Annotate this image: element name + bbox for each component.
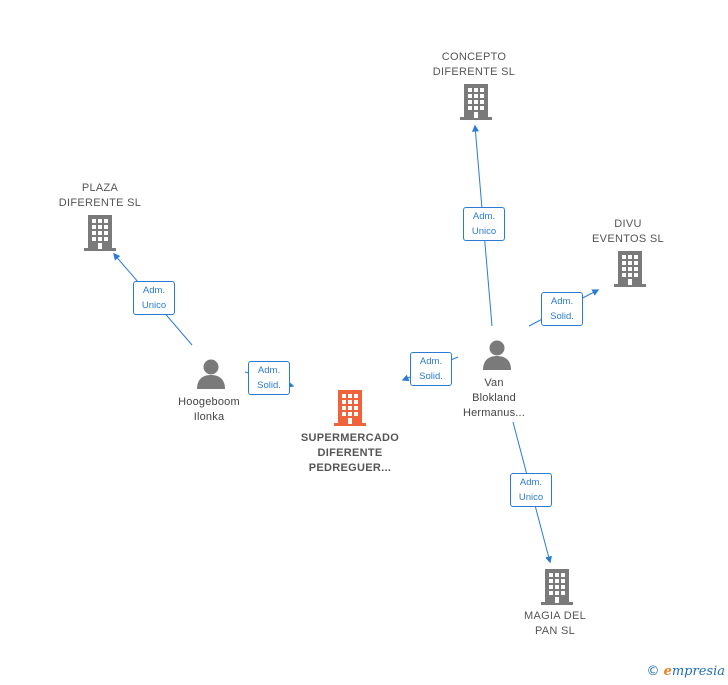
- node-label-concepto[interactable]: CONCEPTO DIFERENTE SL: [394, 50, 554, 80]
- node-label-line: SUPERMERCADO: [300, 432, 400, 444]
- brand-name: mpresia: [671, 664, 725, 679]
- edge-label-hoogeboom-to-supermercado[interactable]: Adm. Solid.: [248, 361, 290, 395]
- brand-initial: e: [663, 664, 672, 679]
- concepto-building-icon[interactable]: [460, 84, 492, 120]
- edge-label-line: Adm.: [142, 285, 166, 296]
- magia-building-icon[interactable]: [541, 569, 573, 605]
- edge-label-vanblokland-to-supermercado[interactable]: Adm. Solid.: [410, 352, 452, 386]
- edge-label-hoogeboom-to-plaza[interactable]: Adm. Unico: [133, 281, 175, 315]
- edge-label-line: Solid.: [257, 380, 281, 391]
- node-label-line: Van: [484, 377, 504, 389]
- node-label-line: PAN SL: [534, 625, 576, 637]
- edge-label-line: Adm.: [519, 477, 543, 488]
- node-label-line: PLAZA: [81, 182, 119, 194]
- node-label-divu[interactable]: DIVU EVENTOS SL: [548, 217, 708, 247]
- node-label-line: EVENTOS SL: [592, 233, 664, 245]
- plaza-building-icon[interactable]: [84, 215, 116, 251]
- supermercado-building-icon[interactable]: [334, 390, 366, 426]
- node-label-line: DIFERENTE: [317, 447, 383, 459]
- edge-label-line: Unico: [141, 300, 167, 311]
- edge-label-line: Adm.: [257, 365, 281, 376]
- edge-label-line: Unico: [518, 492, 544, 503]
- hoogeboom-person-icon[interactable]: [197, 359, 225, 390]
- node-label-magia[interactable]: MAGIA DEL PAN SL: [475, 609, 635, 639]
- node-label-line: Blokland: [472, 392, 516, 404]
- divu-building-icon[interactable]: [614, 251, 646, 287]
- node-label-supermercado[interactable]: SUPERMERCADO DIFERENTE PEDREGUER...: [270, 431, 430, 476]
- node-label-line: CONCEPTO: [441, 51, 507, 63]
- empresia-watermark: © empresia: [646, 664, 725, 679]
- vanblokland-person-icon[interactable]: [483, 340, 511, 371]
- node-label-line: PEDREGUER...: [308, 462, 392, 474]
- node-label-line: Hermanus...: [462, 407, 526, 419]
- node-label-line: Hoogeboom: [178, 396, 240, 408]
- node-label-line: DIVU: [614, 218, 642, 230]
- edge-label-line: Solid.: [550, 311, 574, 322]
- edge-label-vanblokland-to-concepto[interactable]: Adm. Unico: [463, 207, 505, 241]
- edge-label-line: Unico: [471, 226, 497, 237]
- edge-label-vanblokland-to-divu[interactable]: Adm. Solid.: [541, 292, 583, 326]
- edge-label-vanblokland-to-magia[interactable]: Adm. Unico: [510, 473, 552, 507]
- node-label-line: DIFERENTE SL: [58, 197, 142, 209]
- node-label-line: MAGIA DEL: [524, 610, 586, 622]
- node-label-line: Ilonka: [193, 411, 225, 423]
- copyright-icon: ©: [646, 664, 660, 679]
- edge-label-line: Solid.: [419, 371, 443, 382]
- node-label-line: DIFERENTE SL: [432, 66, 516, 78]
- edge-label-line: Adm.: [550, 296, 574, 307]
- edge-label-line: Adm.: [419, 356, 443, 367]
- edge-label-line: Adm.: [472, 211, 496, 222]
- node-label-plaza[interactable]: PLAZA DIFERENTE SL: [20, 181, 180, 211]
